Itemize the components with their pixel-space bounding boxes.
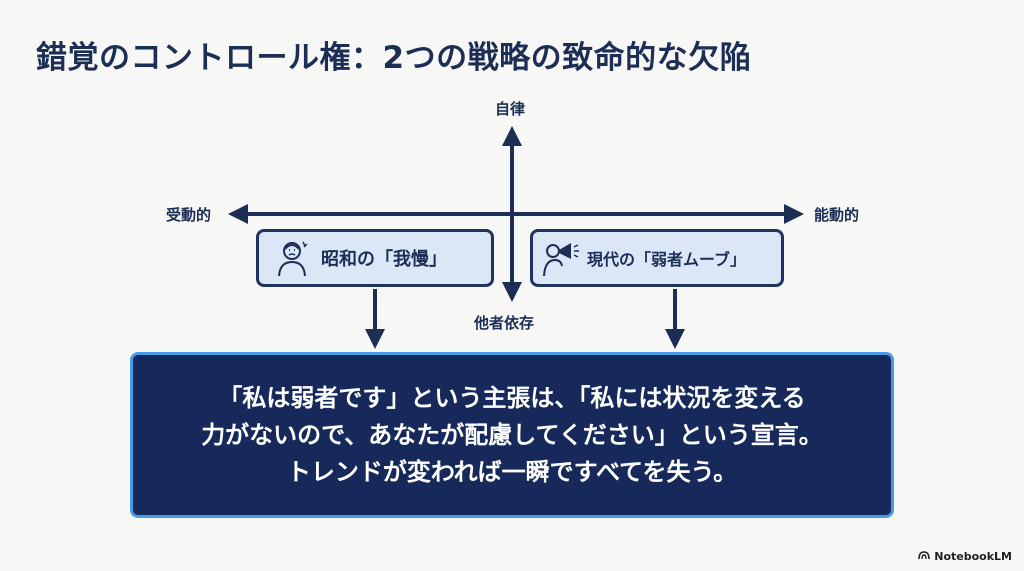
showa-endurance-label: 昭和の「我慢」 [321, 249, 447, 270]
notebooklm-branding: NotebookLM [918, 550, 1012, 563]
notebooklm-brand-label: NotebookLM [934, 550, 1012, 563]
page-title: 錯覚のコントロール権：2つの戦略の致命的な欠陥 [36, 40, 752, 76]
troubled-person-icon [275, 238, 311, 278]
showa-endurance-box: 昭和の「我慢」 [256, 229, 494, 287]
conclusion-line: トレンドが変われば一瞬ですべてを失う。 [286, 457, 738, 486]
modern-victim-move-box: 現代の「弱者ムーブ」 [530, 229, 784, 287]
axis-label-right: 能動的 [814, 206, 860, 224]
modern-victim-move-label: 現代の「弱者ムーブ」 [587, 250, 747, 269]
notebooklm-logo-icon [918, 550, 931, 563]
axis-label-top: 自律 [495, 100, 526, 118]
conclusion-box: 「私は弱者です」という主張は、「私には状況を変える 力がないので、あなたが配慮し… [130, 352, 894, 518]
axis-label-bottom: 他者依存 [474, 314, 535, 332]
conclusion-line: 力がないので、あなたが配慮してください」という宣言。 [201, 420, 823, 449]
conclusion-line: 「私は弱者です」という主張は、「私には状況を変える [218, 383, 806, 412]
axis-label-left: 受動的 [166, 206, 212, 224]
conclusion-text: 「私は弱者です」という主張は、「私には状況を変える 力がないので、あなたが配慮し… [201, 380, 823, 491]
megaphone-person-icon [543, 238, 579, 278]
